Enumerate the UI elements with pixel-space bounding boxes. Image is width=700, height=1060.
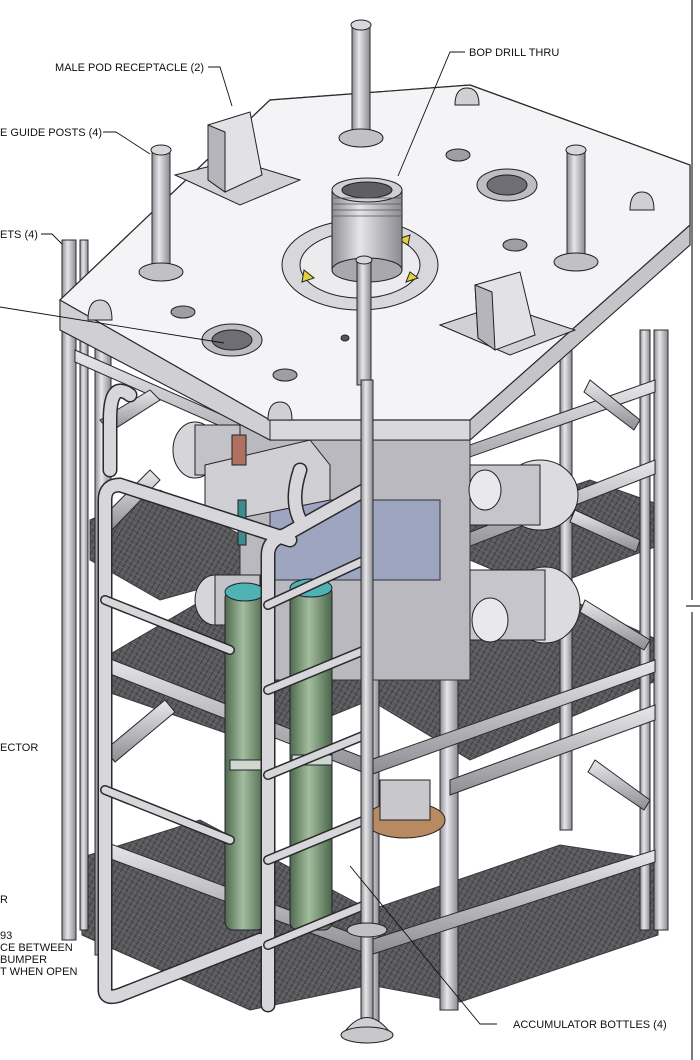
callout-accumulator-bottles: ACCUMULATOR BOTTLES (4) xyxy=(513,1019,667,1031)
guide-posts xyxy=(138,19,599,386)
callout-ets: ETS (4) xyxy=(0,229,38,241)
center-mast xyxy=(340,379,394,1044)
callout-note-line-2: CE BETWEEN xyxy=(0,942,73,954)
callout-male-pod-receptacle: MALE POD RECEPTACLE (2) xyxy=(55,62,204,74)
callout-note-line-1: 93 xyxy=(0,930,12,942)
callout-r: R xyxy=(0,894,8,906)
male-pod-receptacle-1 xyxy=(173,111,302,206)
callout-ector: ECTOR xyxy=(0,742,38,754)
callout-bop-drill-thru: BOP DRILL THRU xyxy=(469,47,559,59)
handrail-tubes xyxy=(97,383,373,1013)
valve-operators xyxy=(172,421,581,644)
callout-note-line-4: T WHEN OPEN xyxy=(0,966,77,978)
male-pod-receptacle-2 xyxy=(438,271,577,356)
plate-details xyxy=(87,87,655,421)
leader-lines xyxy=(0,51,497,1025)
callout-guide-posts: E GUIDE POSTS (4) xyxy=(0,127,102,139)
callout-note-line-3: BUMPER xyxy=(0,954,47,966)
